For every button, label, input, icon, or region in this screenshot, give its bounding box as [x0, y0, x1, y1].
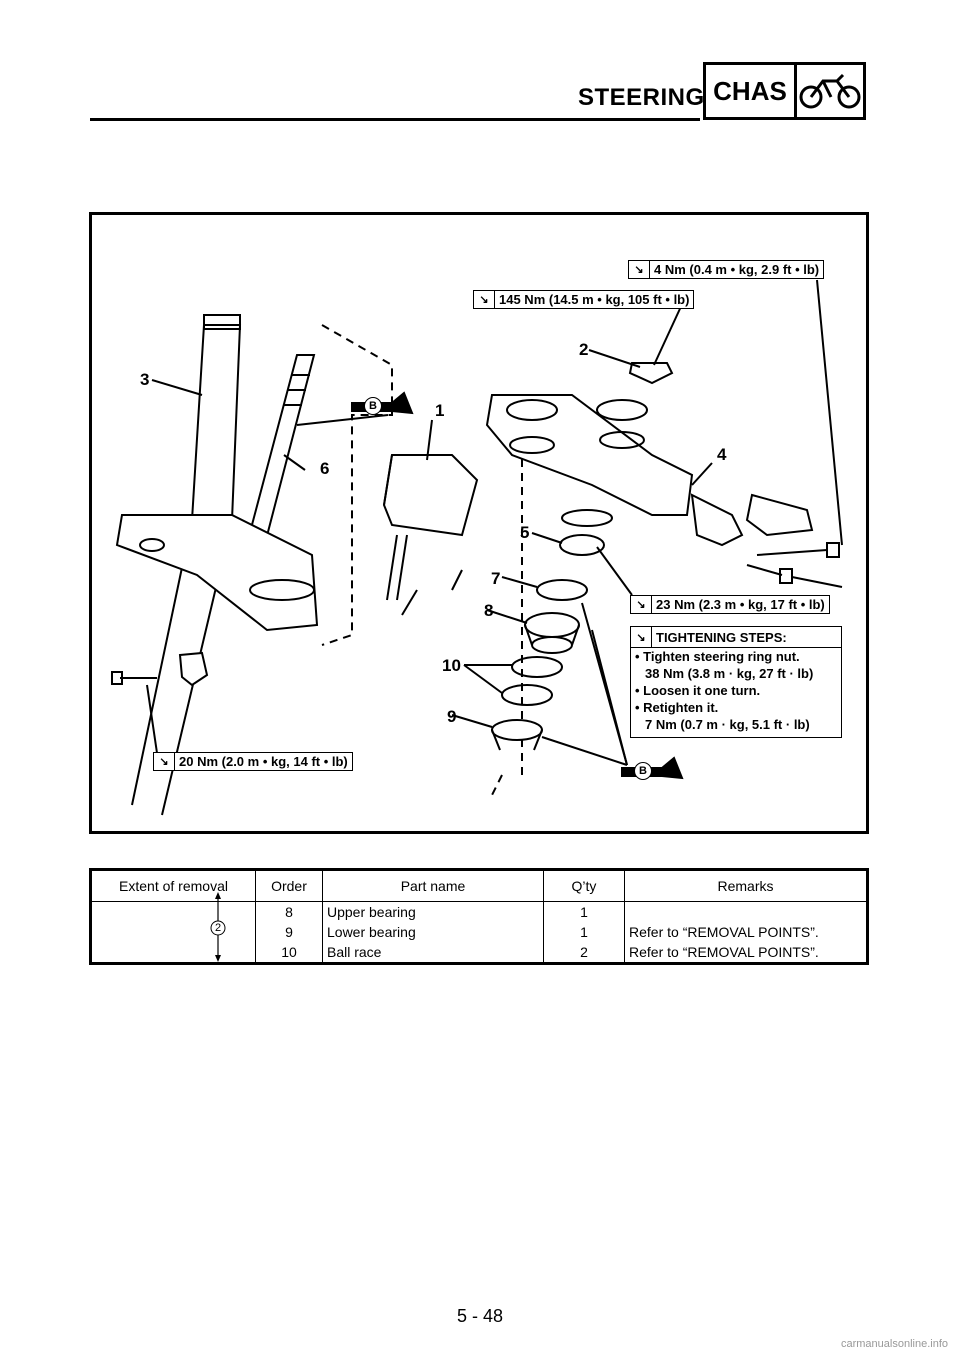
torque-value: 4 Nm (0.4 m • kg, 2.9 ft • lb) — [654, 262, 820, 277]
extent-number: 2 — [214, 922, 222, 934]
page-title: STEERING — [578, 84, 705, 111]
parts-table: Extent of removal Order Part name Q’ty R… — [89, 868, 869, 965]
col-qty: Q’ty — [543, 869, 625, 902]
cell-part: Upper bearing — [322, 901, 544, 922]
cell-order: 9 — [255, 922, 323, 942]
table-header-row: Extent of removal Order Part name Q’ty R… — [90, 869, 868, 902]
diagram-drawing — [111, 279, 843, 816]
callout-7: 7 — [491, 569, 501, 588]
cell-qty: 1 — [543, 922, 625, 942]
cell-part: Ball race — [322, 942, 544, 964]
torque-label-145nm: ↘ 145 Nm (14.5 m • kg, 105 ft • lb) — [473, 290, 695, 309]
torque-wrench-icon: ↘ — [631, 596, 652, 613]
col-extent: Extent of removal — [90, 869, 256, 902]
step-line: 7 Nm (0.7 m · kg, 5.1 ft · lb) — [645, 717, 810, 732]
step-line: 38 Nm (3.8 m · kg, 27 ft · lb) — [645, 666, 814, 681]
torque-wrench-icon: ↘ — [154, 753, 175, 770]
callout-10: 10 — [442, 656, 461, 675]
grease-marker-lower: B — [634, 762, 652, 780]
torque-label-20nm: ↘ 20 Nm (2.0 m • kg, 14 ft • lb) — [153, 752, 353, 771]
callout-5: 5 — [520, 523, 530, 542]
step-line: • Retighten it. — [635, 700, 719, 715]
grease-label: B — [369, 400, 377, 412]
section-label: CHAS — [706, 65, 797, 117]
table-row: 9 Lower bearing 1 Refer to “REMOVAL POIN… — [91, 922, 868, 942]
watermark: carmanualsonline.info — [840, 1338, 948, 1350]
double-arrow-icon — [210, 892, 226, 962]
torque-value: 20 Nm (2.0 m • kg, 14 ft • lb) — [179, 754, 348, 769]
torque-wrench-icon: ↘ — [629, 261, 650, 278]
page-number: 5 - 48 — [456, 1306, 504, 1326]
section-tab: CHAS — [703, 62, 866, 120]
cell-part: Lower bearing — [322, 922, 544, 942]
extent-cell — [90, 901, 256, 964]
callout-2: 2 — [579, 340, 589, 359]
callout-1: 1 — [435, 401, 445, 420]
tightening-steps-box: ↘ TIGHTENING STEPS: • Tighten steering r… — [630, 626, 842, 738]
callout-9: 9 — [447, 707, 457, 726]
callout-3: 3 — [140, 370, 150, 389]
steps-title: TIGHTENING STEPS: — [656, 629, 787, 645]
cell-remarks: Refer to “REMOVAL POINTS”. — [629, 924, 819, 940]
table-row: 10 Ball race 2 Refer to “REMOVAL POINTS”… — [91, 942, 868, 964]
torque-label-23nm: ↘ 23 Nm (2.3 m • kg, 17 ft • lb) — [630, 595, 830, 614]
step-line: • Loosen it one turn. — [635, 683, 761, 698]
table-row: 8 Upper bearing 1 — [90, 901, 868, 964]
cell-order: 10 — [255, 942, 323, 964]
torque-label-4nm: ↘ 4 Nm (0.4 m • kg, 2.9 ft • lb) — [628, 260, 825, 279]
col-remarks: Remarks — [624, 869, 868, 902]
header-rule — [90, 118, 700, 121]
col-part-name: Part name — [322, 869, 544, 902]
step-line: • Tighten steering ring nut. — [635, 649, 800, 664]
cell-remarks: Refer to “REMOVAL POINTS”. — [629, 944, 819, 960]
torque-value: 145 Nm (14.5 m • kg, 105 ft • lb) — [499, 292, 690, 307]
cell-qty: 2 — [543, 942, 625, 964]
callout-8: 8 — [484, 601, 494, 620]
col-order: Order — [255, 869, 323, 902]
grease-marker-upper: B — [364, 397, 382, 415]
cell-order: 8 — [255, 901, 323, 922]
torque-wrench-icon: ↘ — [474, 291, 495, 308]
motorcycle-icon — [797, 65, 863, 117]
torque-wrench-icon: ↘ — [631, 627, 652, 647]
exploded-diagram: B B 1 2 3 4 5 6 7 8 9 10 ↘ 4 Nm (0.4 m •… — [89, 212, 869, 834]
callout-4: 4 — [717, 445, 727, 464]
cell-qty: 1 — [543, 901, 625, 922]
grease-label: B — [639, 765, 647, 777]
extent-range-marker: 2 — [206, 892, 230, 962]
cell-remarks — [625, 902, 868, 923]
callout-6: 6 — [320, 459, 330, 478]
torque-value: 23 Nm (2.3 m • kg, 17 ft • lb) — [656, 597, 825, 612]
